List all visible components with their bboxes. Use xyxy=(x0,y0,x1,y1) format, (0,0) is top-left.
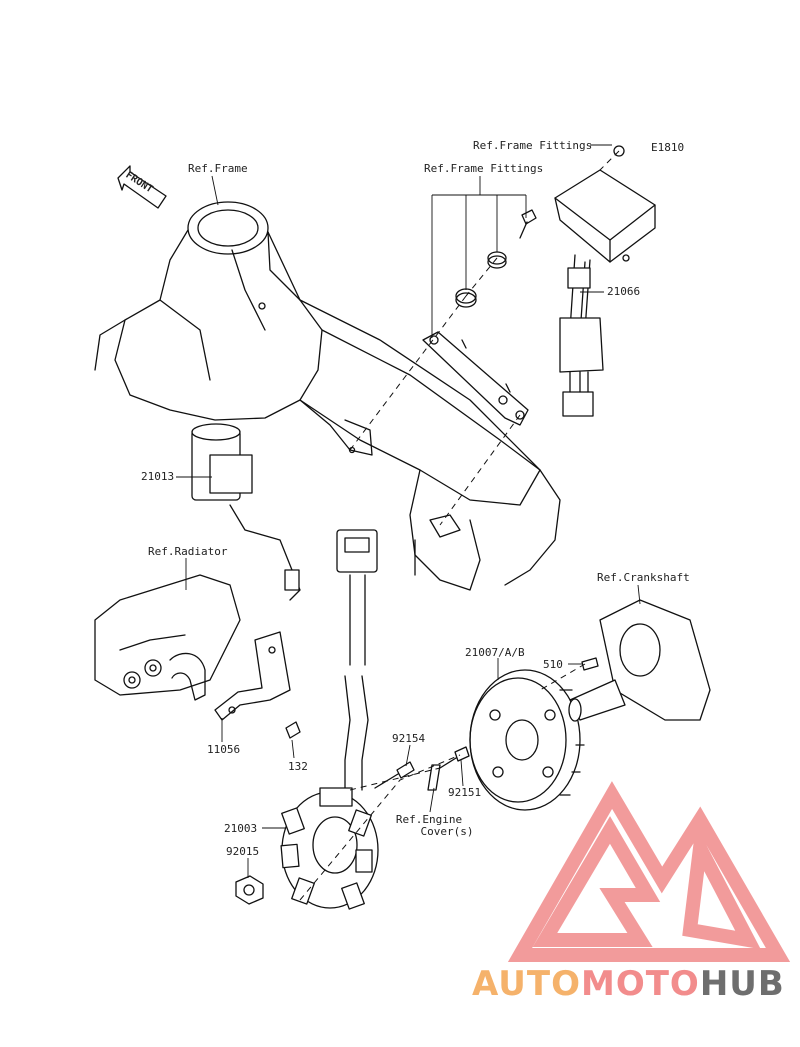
leader-line xyxy=(460,759,464,787)
part-21066-label: 21066 xyxy=(607,285,641,298)
watermark-hub: HUB xyxy=(699,964,785,1004)
leader-line xyxy=(431,176,527,338)
watermark-text: AUTOMOTOHUB xyxy=(472,962,792,1006)
stator-harness xyxy=(336,529,378,791)
radiator xyxy=(94,574,241,701)
mounting-bracket xyxy=(214,631,301,739)
assembly-line xyxy=(299,754,461,901)
assembly-line xyxy=(539,663,586,691)
ref-frame-fittings-top-label: Ref.Frame Fittings xyxy=(473,139,593,152)
assembly-line xyxy=(349,767,441,791)
leader-line xyxy=(405,744,411,767)
watermark-auto: AUTO xyxy=(472,964,581,1004)
ref-frame-label: Ref.Frame xyxy=(188,162,248,175)
frame xyxy=(94,201,561,591)
ref-crankshaft-label: Ref.Crankshaft xyxy=(597,571,690,584)
part-92151-label: 92151 xyxy=(448,786,482,799)
leader-line xyxy=(637,584,641,605)
rotor-flywheel xyxy=(469,669,585,811)
assembly-line xyxy=(599,150,620,171)
part-92154-label: 92154 xyxy=(392,732,426,745)
front-arrow-icon xyxy=(117,165,167,209)
part-21003-label: 21003 xyxy=(224,822,258,835)
regulator-rectifier xyxy=(554,145,656,417)
part-21013-label: 21013 xyxy=(141,470,175,483)
part-132-label: 132 xyxy=(288,760,308,773)
assembly-line xyxy=(349,295,467,451)
assembly-line xyxy=(439,414,521,526)
part-510-label: 510 xyxy=(543,658,563,671)
part-21007-label: 21007/A/B xyxy=(465,646,525,659)
nut xyxy=(235,875,264,905)
ref-engine-cover-label-line2: Cover(s) xyxy=(420,825,474,838)
ref-radiator-label: Ref.Radiator xyxy=(148,545,228,558)
part-11056-label: 11056 xyxy=(207,743,241,756)
leader-line xyxy=(429,787,435,813)
igniter-module xyxy=(191,423,301,601)
stator xyxy=(280,787,379,910)
ref-frame-fittings-mid-label: Ref.Frame Fittings xyxy=(424,162,544,175)
watermark-logo-mark xyxy=(507,781,791,962)
crankshaft xyxy=(568,599,711,722)
diagram-code: E1810 xyxy=(651,141,685,154)
frame-fittings xyxy=(422,209,537,426)
leader-line xyxy=(211,175,219,206)
watermark-moto: MOTO xyxy=(580,964,700,1004)
leader-line xyxy=(291,739,295,759)
woodruff-key xyxy=(581,657,599,671)
ref-engine-cover-label-line1: Ref.Engine xyxy=(395,813,463,826)
bolts xyxy=(374,746,470,791)
assembly-line xyxy=(465,257,498,297)
part-92015-label: 92015 xyxy=(226,845,260,858)
